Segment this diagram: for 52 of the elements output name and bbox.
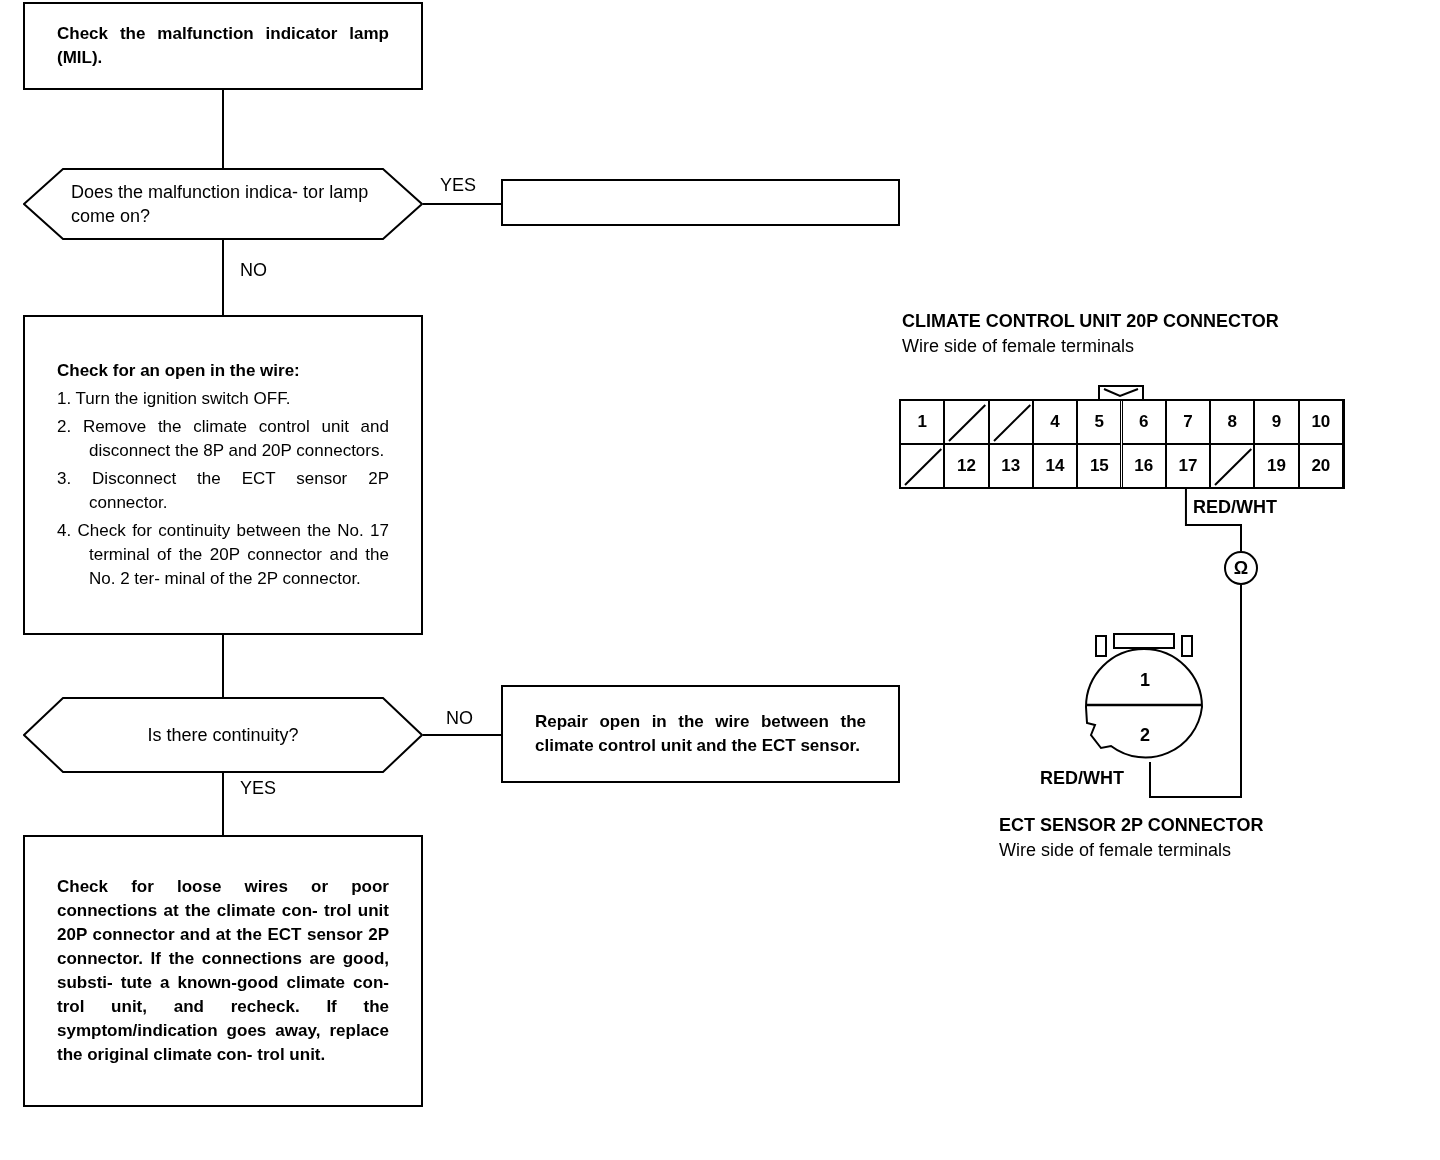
box-text: Repair open in the wire between the climate control unit and the ECT sensor. bbox=[535, 711, 866, 757]
terminal-cell: 6 bbox=[1121, 400, 1166, 444]
decision-text: Does the malfunction indica- tor lamp come on? bbox=[71, 181, 370, 228]
process-box bbox=[501, 685, 900, 783]
box-text: Check the malfunction indicator lamp (MIL). bbox=[57, 23, 389, 69]
terminal-cell: 13 bbox=[988, 444, 1033, 488]
box-text: Check for an open in the wire: bbox=[57, 360, 301, 382]
terminal-cell bbox=[900, 444, 945, 488]
process-box bbox=[23, 315, 423, 635]
terminal-cell: 14 bbox=[1032, 444, 1078, 488]
connector-subtitle: Wire side of female terminals bbox=[902, 335, 1135, 358]
ohmmeter-symbol: Ω bbox=[1224, 551, 1258, 585]
connector-line bbox=[422, 203, 502, 205]
terminal-cell: 5 bbox=[1077, 400, 1122, 444]
terminal-cell: 12 bbox=[944, 444, 989, 488]
wire bbox=[1149, 584, 1242, 798]
terminal-cell: 4 bbox=[1032, 400, 1078, 444]
step-text: 2. Remove the climate control unit and disconnect the 8P and 20P connectors. bbox=[57, 416, 389, 462]
terminal-cell: 17 bbox=[1165, 444, 1211, 488]
terminal-cell: 15 bbox=[1077, 444, 1122, 488]
connector-line bbox=[222, 772, 224, 836]
step-text: 3. Disconnect the ECT sensor 2P connector. bbox=[57, 468, 389, 514]
terminal-cell bbox=[988, 400, 1033, 444]
connector-title: ECT SENSOR 2P CONNECTOR bbox=[999, 814, 1264, 837]
connector-line bbox=[222, 634, 224, 698]
terminal-cell: 9 bbox=[1254, 400, 1299, 444]
terminal-cell: 1 bbox=[900, 400, 945, 444]
terminal-cavity: 2 bbox=[1105, 708, 1185, 762]
terminal-cavity: 1 bbox=[1105, 658, 1185, 702]
connector-title: CLIMATE CONTROL UNIT 20P CONNECTOR bbox=[902, 310, 1279, 333]
process-box bbox=[23, 835, 423, 1107]
terminal-cell: 19 bbox=[1254, 444, 1299, 488]
terminal-cell bbox=[1210, 444, 1255, 488]
step-text: 4. Check for continuity between the No. 17 terminal of the 20P connector and the No. 2 ter- minal of the 2P connector. bbox=[57, 520, 389, 590]
connector-line bbox=[222, 89, 224, 169]
connector-line bbox=[422, 734, 502, 736]
terminal-cell: 20 bbox=[1298, 444, 1343, 488]
process-box bbox=[23, 2, 423, 90]
decision-diamond bbox=[23, 168, 423, 240]
blank-box bbox=[501, 179, 900, 226]
connector-line bbox=[222, 239, 224, 316]
terminal-cell: 7 bbox=[1165, 400, 1211, 444]
terminal-cell bbox=[944, 400, 989, 444]
step-text: 1. Turn the ignition switch OFF. bbox=[57, 388, 292, 410]
terminal-cell: 8 bbox=[1210, 400, 1255, 444]
decision-diamond bbox=[23, 697, 423, 773]
decision-text: Is there continuity? bbox=[147, 724, 299, 747]
terminal-cell: 16 bbox=[1121, 444, 1166, 488]
connector-subtitle: Wire side of female terminals bbox=[999, 839, 1232, 862]
box-text: Check for loose wires or poor connections at the climate con- trol unit 20P connector and at the ECT sensor 2P connector. If the connections are good, substi- tute a known-good climate con- trol unit, and recheck. If the symptom/indication goes away, replace the original climate con- trol unit. bbox=[57, 876, 389, 1066]
terminal-cell: 10 bbox=[1298, 400, 1343, 444]
wire bbox=[1184, 487, 1242, 552]
